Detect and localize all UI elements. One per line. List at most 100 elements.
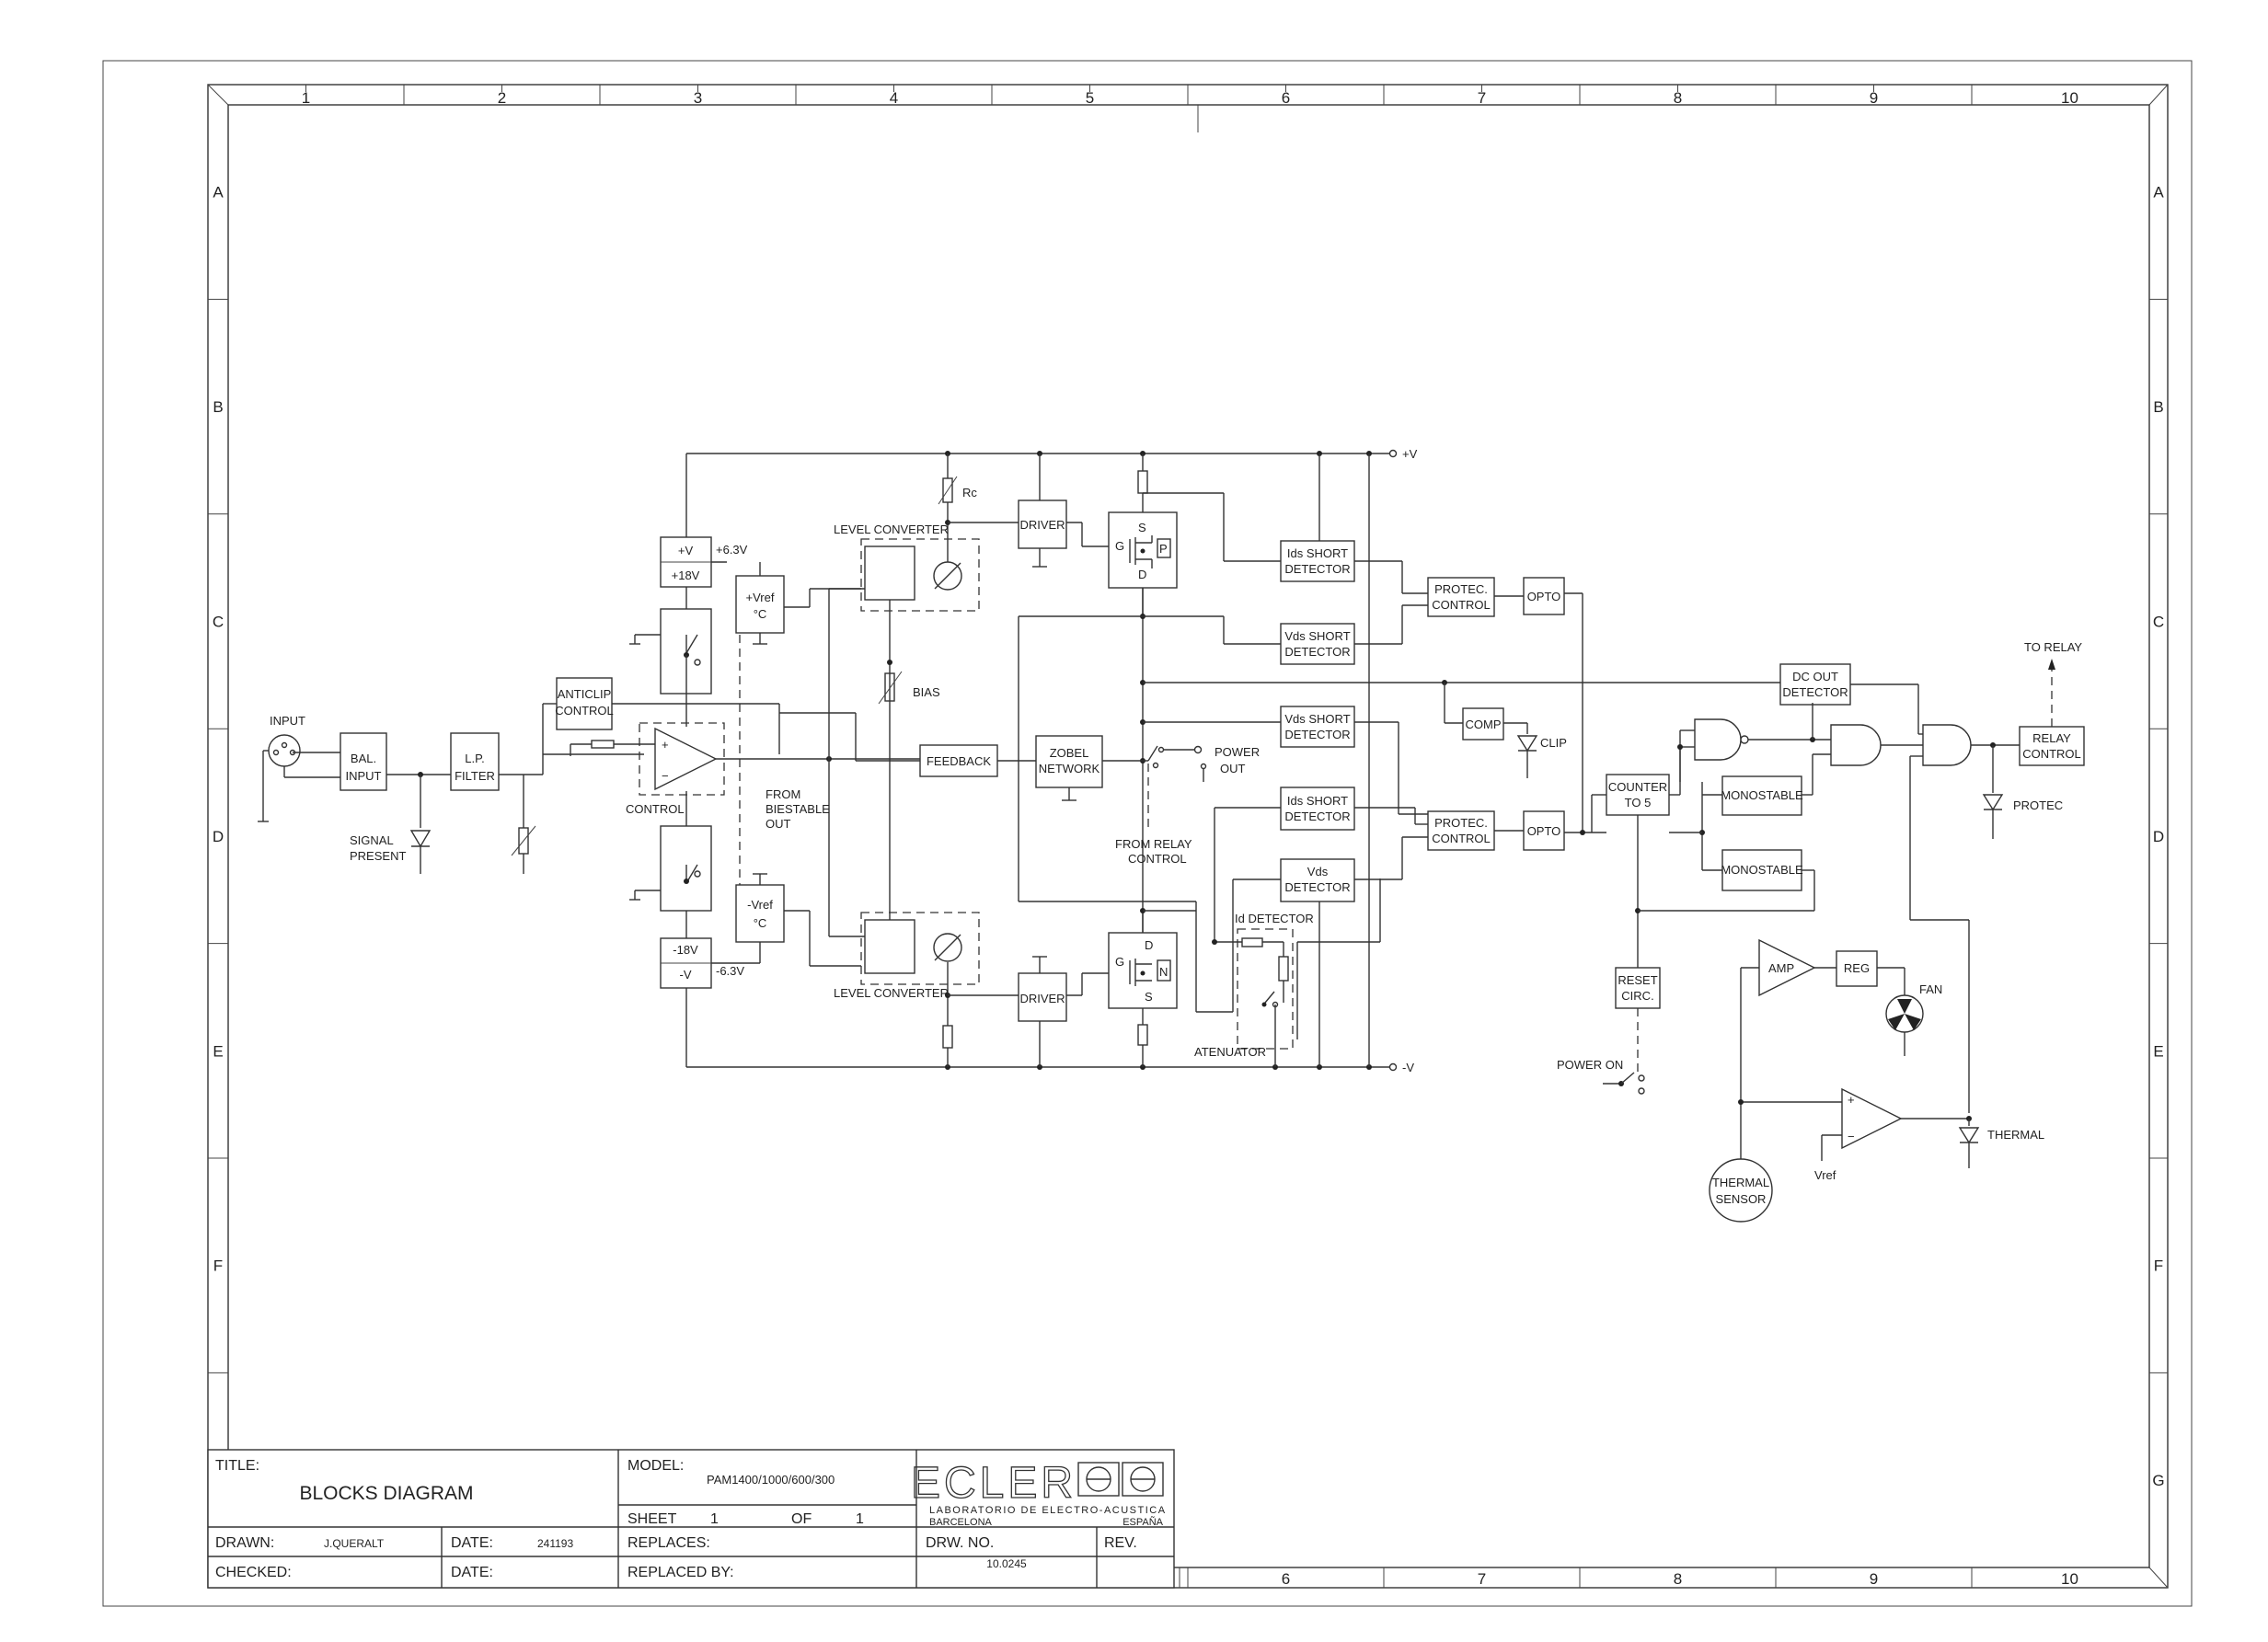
- svg-text:+6.3V: +6.3V: [716, 543, 748, 557]
- svg-text:CONTROL: CONTROL: [1128, 852, 1187, 866]
- svg-text:NETWORK: NETWORK: [1039, 762, 1100, 775]
- svg-text:SHEET: SHEET: [627, 1511, 677, 1527]
- svg-text:-6.3V: -6.3V: [716, 964, 744, 978]
- svg-text:CONTROL: CONTROL: [1432, 832, 1491, 845]
- bal-input-block: BAL. INPUT: [340, 732, 387, 791]
- svg-text:Vds SHORT: Vds SHORT: [1284, 712, 1350, 726]
- svg-text:DRIVER: DRIVER: [1019, 992, 1065, 1005]
- column-label-top: 9: [1870, 89, 1878, 107]
- vref-label: Vref: [1814, 1168, 1836, 1182]
- plus-v-label: +V: [1402, 447, 1418, 461]
- svg-text:REPLACED BY:: REPLACED BY:: [627, 1565, 734, 1580]
- dc-out-detector: DC OUT DETECTOR: [1779, 663, 1923, 735]
- svg-text:MODEL:: MODEL:: [627, 1458, 684, 1474]
- svg-text:FAN: FAN: [1919, 982, 1942, 996]
- row-label-right: E: [2153, 1042, 2163, 1060]
- svg-text:BIAS: BIAS: [913, 685, 940, 699]
- anticlip-block: ANTICLIP CONTROL: [555, 677, 614, 730]
- svg-text:Ids SHORT: Ids SHORT: [1287, 546, 1348, 560]
- svg-text:FROM RELAY: FROM RELAY: [1115, 837, 1192, 851]
- svg-text:COMP: COMP: [1466, 718, 1502, 731]
- svg-text:LEVEL CONVERTER: LEVEL CONVERTER: [834, 986, 949, 1000]
- svg-text:G: G: [1115, 955, 1124, 969]
- svg-text:+V: +V: [678, 544, 694, 557]
- svg-text:REG: REG: [1844, 961, 1870, 975]
- column-label-bottom: 9: [1870, 1570, 1878, 1588]
- control-opamp: + − CONTROL: [570, 722, 920, 816]
- protec-control-top: PROTEC. CONTROL: [1427, 577, 1524, 617]
- svg-text:BARCELONA: BARCELONA: [929, 1517, 993, 1528]
- svg-text:CONTROL: CONTROL: [2022, 747, 2081, 761]
- row-label-right: B: [2153, 398, 2163, 416]
- column-label-top: 4: [890, 89, 898, 107]
- svg-text:Vds SHORT: Vds SHORT: [1284, 629, 1350, 643]
- svg-text:ESPAÑA: ESPAÑA: [1122, 1516, 1163, 1528]
- power-out-label: POWER: [1215, 745, 1260, 759]
- svg-text:BAL.: BAL.: [351, 752, 376, 765]
- thermal-sensor: THERMAL SENSOR: [1709, 1158, 1773, 1223]
- svg-text:ANTICLIP: ANTICLIP: [558, 687, 612, 701]
- svg-text:−: −: [1848, 1130, 1855, 1143]
- counter-block: COUNTER TO 5: [1591, 746, 1695, 968]
- row-label-right: D: [2153, 828, 2164, 845]
- row-label-left: F: [213, 1257, 223, 1275]
- svg-text:DATE:: DATE:: [451, 1535, 493, 1551]
- opto-bottom: OPTO: [1523, 810, 1606, 851]
- protec-label: PROTEC: [2013, 798, 2063, 812]
- level-converter-top: Rc LEVEL CONVERTER: [834, 454, 1019, 612]
- drawing-number: 10.0245: [986, 1557, 1027, 1570]
- drawing-frame: [102, 60, 2193, 1607]
- row-label-right: G: [2152, 1472, 2164, 1489]
- row-label-left: D: [213, 828, 224, 845]
- column-label-top: 5: [1086, 89, 1094, 107]
- svg-text:D: D: [1138, 568, 1146, 581]
- svg-text:S: S: [1145, 990, 1153, 1004]
- column-label-top: 3: [694, 89, 702, 107]
- ids-short-detector-top: Ids SHORT DETECTOR: [1143, 454, 1428, 594]
- model-value: PAM1400/1000/600/300: [707, 1473, 835, 1487]
- svg-text:REV.: REV.: [1104, 1535, 1137, 1551]
- row-label-right: C: [2153, 614, 2164, 631]
- svg-text:REPLACES:: REPLACES:: [627, 1535, 710, 1551]
- svg-text:1: 1: [710, 1511, 719, 1527]
- svg-text:+18V: +18V: [672, 568, 700, 582]
- svg-text:OUT: OUT: [766, 817, 791, 831]
- svg-text:COUNTER: COUNTER: [1608, 780, 1667, 794]
- svg-text:°C: °C: [754, 607, 767, 621]
- svg-text:PRESENT: PRESENT: [350, 849, 406, 863]
- column-label-bottom: 7: [1478, 1570, 1486, 1588]
- svg-text:-Vref: -Vref: [747, 898, 773, 912]
- amp-block: AMP: [1740, 938, 1836, 1176]
- svg-text:SENSOR: SENSOR: [1716, 1192, 1767, 1206]
- svg-text:S: S: [1138, 521, 1146, 534]
- svg-text:DETECTOR: DETECTOR: [1284, 562, 1350, 576]
- svg-text:TITLE:: TITLE:: [215, 1458, 259, 1474]
- input-connector: INPUT: [258, 714, 340, 822]
- thermal-label: THERMAL: [1987, 1128, 2044, 1142]
- p-mosfet-block: S G D P: [1108, 454, 1178, 616]
- svg-text:PROTEC.: PROTEC.: [1434, 582, 1488, 596]
- vds-short-detector-mid: Vds SHORT DETECTOR: [1143, 706, 1428, 815]
- svg-text:ATENUATOR: ATENUATOR: [1194, 1045, 1266, 1059]
- svg-text:MONOSTABLE: MONOSTABLE: [1721, 788, 1803, 802]
- svg-text:DETECTOR: DETECTOR: [1284, 810, 1350, 823]
- reg-block: REG: [1836, 950, 1905, 995]
- svg-text:Id DETECTOR: Id DETECTOR: [1235, 912, 1314, 925]
- row-label-left: B: [213, 398, 223, 416]
- fan-icon: FAN: [1885, 982, 1942, 1056]
- thermal-comparator: + − Vref THERMAL: [1738, 1087, 2044, 1182]
- svg-text:MONOSTABLE: MONOSTABLE: [1721, 863, 1803, 877]
- svg-text:DETECTOR: DETECTOR: [1284, 880, 1350, 894]
- supply-switch-top: [629, 587, 712, 727]
- page-title: BLOCKS DIAGRAM: [299, 1483, 473, 1504]
- svg-text:DRIVER: DRIVER: [1019, 518, 1065, 532]
- id-detector-block: Id DETECTOR ATENUATOR: [1143, 878, 1381, 1067]
- svg-text:OPTO: OPTO: [1527, 590, 1561, 603]
- vds-detector: Vds DETECTOR: [1232, 836, 1428, 1012]
- svg-text:−: −: [662, 769, 669, 783]
- svg-text:FILTER: FILTER: [455, 769, 495, 783]
- monostable-1: MONOSTABLE: [1669, 775, 1813, 870]
